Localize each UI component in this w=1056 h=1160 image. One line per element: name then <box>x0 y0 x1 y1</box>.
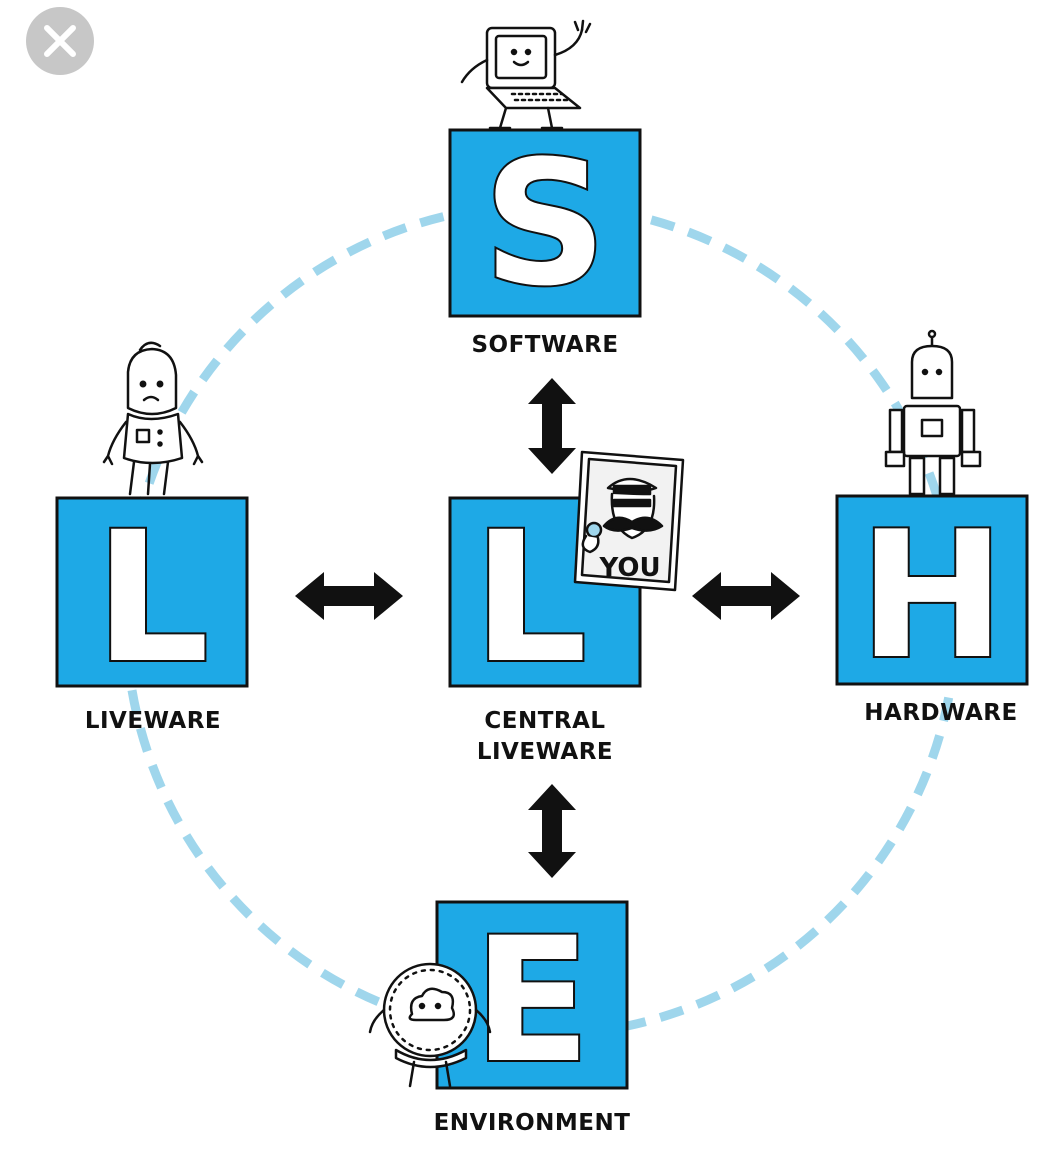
central-liveware-letter: L <box>473 494 588 703</box>
close-icon <box>44 25 76 57</box>
liveware-label: LIVEWARE <box>84 708 222 734</box>
close-button[interactable] <box>26 7 94 75</box>
laptop-character-icon <box>460 19 592 130</box>
environment-label: ENVIRONMENT <box>433 1110 631 1136</box>
central-liveware-label: CENTRAL LIVEWARE <box>452 706 638 768</box>
weather-ball-character-icon <box>368 962 492 1088</box>
person-character-icon <box>102 341 204 496</box>
central-liveware-block: L <box>448 492 642 705</box>
software-label: SOFTWARE <box>471 332 619 358</box>
robot-character-icon <box>884 329 982 496</box>
poster-you-text: YOU <box>598 553 660 583</box>
liveware-letter: L <box>95 494 210 703</box>
hardware-label: HARDWARE <box>864 700 1018 726</box>
arrow-software-central <box>528 378 576 474</box>
software-letter: S <box>483 123 607 324</box>
environment-block: E <box>435 898 629 1103</box>
central-liveware-label-line2: LIVEWARE <box>476 739 614 765</box>
software-block: S <box>448 121 642 326</box>
environment-letter: E <box>473 900 591 1101</box>
arrow-central-environment <box>528 784 576 878</box>
arrow-central-hardware <box>692 572 800 620</box>
arrow-liveware-central <box>295 572 403 620</box>
poster-mustache-character-icon: YOU <box>573 450 685 592</box>
hardware-block: H <box>835 493 1029 700</box>
central-liveware-label-line1: CENTRAL <box>484 708 606 734</box>
hardware-letter: H <box>859 495 1005 698</box>
liveware-block: L <box>55 492 249 705</box>
